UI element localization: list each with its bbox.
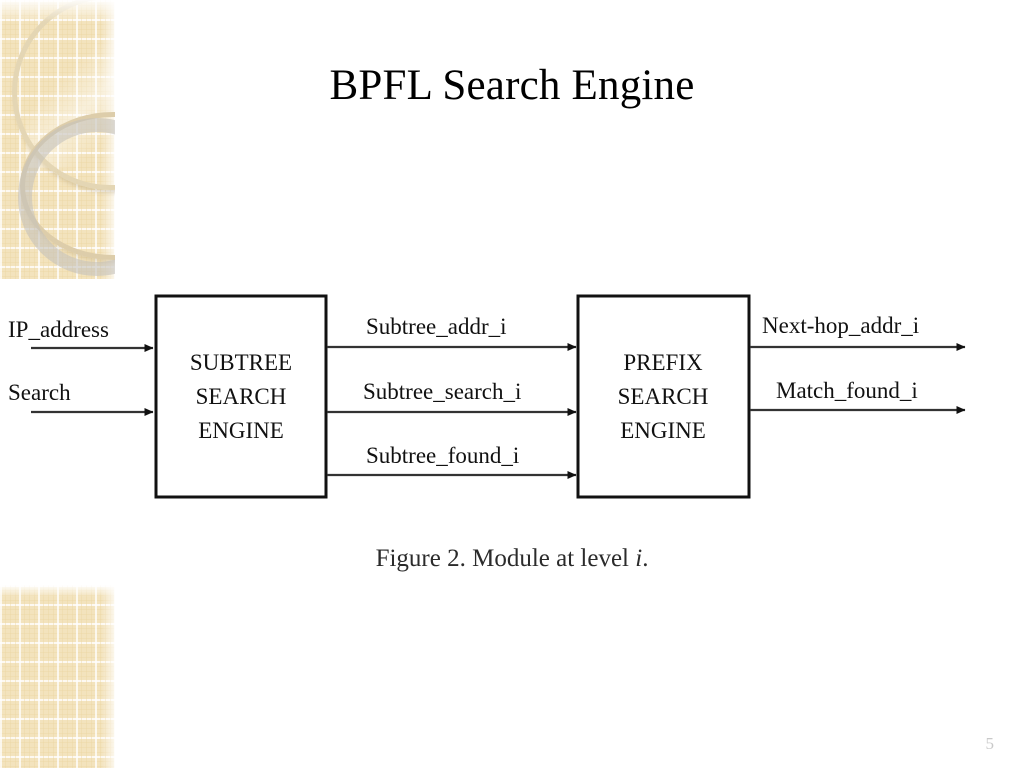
input-label-search: Search	[8, 380, 71, 405]
figure-caption: Figure 2. Module at level i.	[0, 545, 1024, 573]
block-subtree-line-3: ENGINE	[198, 418, 284, 443]
output-label-next-hop-addr: Next-hop_addr_i	[762, 313, 919, 338]
input-label-ip-address: IP_address	[8, 317, 109, 342]
interconnect-label-subtree-search: Subtree_search_i	[363, 379, 521, 404]
block-prefix-line-3: ENGINE	[620, 418, 706, 443]
interconnect-label-subtree-found: Subtree_found_i	[366, 443, 519, 468]
block-prefix-search-engine	[576, 294, 751, 499]
figure-caption-suffix: .	[642, 545, 649, 572]
block-prefix-line-1: PREFIX	[623, 350, 703, 375]
block-subtree-search-engine	[154, 294, 328, 499]
output-label-match-found: Match_found_i	[776, 378, 918, 403]
block-subtree-line-1: SUBTREE	[190, 350, 292, 375]
page-number: 5	[985, 734, 995, 753]
figure-caption-italic: i	[635, 545, 643, 572]
block-subtree-line-2: SEARCH	[196, 384, 287, 409]
decorative-ornament-top	[0, 0, 115, 279]
block-prefix-line-2: SEARCH	[618, 384, 709, 409]
page-title: BPFL Search Engine	[329, 62, 695, 109]
figure-caption-prefix: Figure 2. Module at level	[375, 545, 636, 572]
interconnect-label-subtree-addr: Subtree_addr_i	[366, 314, 507, 339]
